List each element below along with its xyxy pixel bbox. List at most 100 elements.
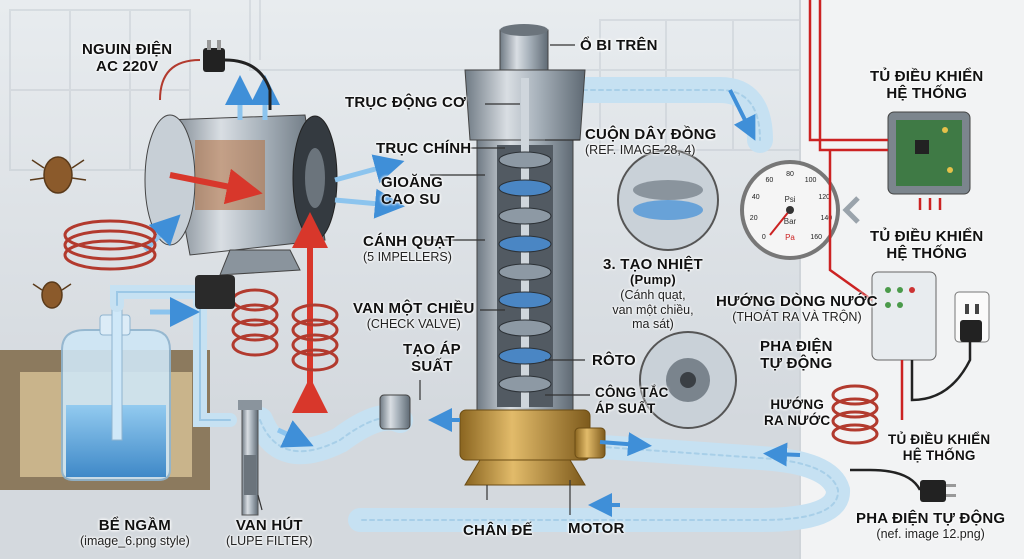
nav-chevron-icon [842,196,860,224]
water-out-label: HƯỚNG RA NƯỚC [764,397,830,428]
heat-gen-label: 3. TẠO NHIỆT (Pump) (Cánh quạt, van một … [603,256,703,331]
check-valve-title: VAN MỘT CHIỀU [353,300,475,317]
control-cabinet-3-label: TỦ ĐIỀU KHIỂN HỆ THỐNG [888,432,990,463]
pressure-create-line1: TẠO ÁP [403,341,461,358]
heat-arrow-icon [169,168,328,413]
gauge-tick-label: 60 [766,177,774,184]
auto-phase-line1: PHA ĐIỆN [760,338,833,355]
impellers-title: CÁNH QUẠT [363,233,455,250]
control-cabinet-2-label: TỦ ĐIỀU KHIỂN HỆ THỐNG [870,228,983,263]
pump-base [379,394,606,486]
impeller-zoom [617,149,719,251]
gauge-tick-label: 160 [810,234,822,241]
auto-phase-bottom-title: PHA ĐIỆN TỰ ĐỘNG [856,510,1006,527]
impeller-disc [498,263,552,281]
impeller-disc [498,291,552,309]
rotor-label: RÔTO [592,352,636,369]
underground-tank [0,299,210,490]
pointer-lines [257,44,590,515]
impeller-disc [498,375,552,393]
pressure-create-line2: SUẤT [411,358,453,376]
heat-gen-bold: (Pump) [629,272,676,288]
flow-direction-title: HƯỚNG DÒNG NƯỚC [716,293,878,310]
suction-valve-sub: (LUPE FILTER) [226,534,313,549]
control-cabinet-1-line1: TỦ ĐIỀU KHIỂN [870,68,984,85]
impeller-disc [498,319,552,337]
flow-arrow-icon [143,75,405,448]
gauge-tick-label: 40 [752,194,760,201]
suction-valve-label: VAN HÚT (LUPE FILTER) [226,517,313,549]
suction-valve [238,400,262,516]
power-source-label: NGUIN ĐIỆN AC 220V [82,41,172,76]
gauge-unit-mid: Bar [784,217,797,226]
auto-phase-label: PHA ĐIỆN TỰ ĐỘNG [760,338,833,373]
heat-gen-title: 3. TẠO NHIỆT [603,256,703,273]
wiring [808,0,972,491]
main-shaft-label: TRỤC CHÍNH [376,140,472,157]
pressure-switch-line2: ÁP SUẤT [595,400,656,416]
gauge-unit-top: Psi [784,195,795,204]
gauge-tick-label: 120 [818,194,830,201]
control-cabinet-2-line1: TỦ ĐIỀU KHIỂN [870,228,984,245]
impeller-disc [498,151,552,169]
flow-direction-sub: (THOÁT RA VÀ TRỘN) [732,310,862,325]
power-source-line1: NGUIN ĐIỆN [82,41,173,58]
tank-sub: (image_6.png style) [80,534,190,549]
power-source-line2: AC 220V [96,58,159,76]
gauge-unit-bot: Pa [785,233,795,242]
pressure-switch-line1: CÔNG TẮC [595,385,669,400]
circuit-board-icon [887,111,971,195]
control-cabinet-3-line2: HỆ THỐNG [902,447,976,463]
base-label: CHÂN ĐẾ [463,522,533,539]
tank-title: BỂ NGẦM [98,517,171,534]
auto-phase-line2: TỰ ĐỘNG [760,355,833,373]
control-cabinet-1-line2: HỆ THỐNG [886,85,968,103]
heat-gen-sub2: van một chiều, [612,302,694,317]
control-cabinet-1-label: TỦ ĐIỀU KHIỂN HỆ THỐNG [870,68,983,103]
coil-icon [63,59,879,445]
control-cabinet-3-line1: TỦ ĐIỀU KHIỂN [888,432,991,447]
impellers-sub: (5 IMPELLERS) [363,250,452,265]
water-out-line1: HƯỚNG [770,397,825,412]
auto-phase-bottom-label: PHA ĐIỆN TỰ ĐỘNG (nef. image 12.png) [856,510,1005,542]
rubber-gasket-line2: CAO SU [381,191,441,209]
top-bearing-label: Ổ BI TRÊN [580,37,658,54]
control-cabinet-2-line2: HỆ THỐNG [886,245,968,263]
power-plug-icon [195,40,956,502]
copper-coil-title: CUỘN DÂY ĐỒNG [585,126,717,143]
heat-gen-sub3: ma sát) [632,316,674,331]
impeller-disc [498,347,552,365]
gauge-tick-label: 100 [805,177,817,184]
check-valve-sub: (CHECK VALVE) [366,317,461,332]
impeller-disc [498,179,552,197]
heat-gen-sub1: (Cánh quạt, [620,288,686,303]
water-out-line2: RA NƯỚC [764,412,831,428]
rubber-gasket-label: GIOĂNG CAO SU [381,174,443,209]
impeller-disc [498,207,552,225]
impeller-disc [498,235,552,253]
bug-icon [29,156,87,309]
motor-shaft-label: TRỤC ĐỘNG CƠ [345,94,467,111]
suction-valve-title: VAN HÚT [235,517,303,534]
rotor-zoom [639,331,737,429]
impeller-stack [498,151,552,393]
auto-phase-bottom-sub: (nef. image 12.png) [876,527,985,542]
wall-outlet-icon [954,291,990,343]
gauge-tick-label: 140 [820,215,832,222]
pressure-create-label: TẠO ÁP SUẤT [403,341,461,376]
tank-label: BỂ NGẦM (image_6.png style) [80,517,190,549]
pressure-switch-label: CÔNG TẮC ÁP SUẤT [595,385,669,416]
gauge-tick-label: 80 [786,171,794,178]
copper-coil-label: CUỘN DÂY ĐỒNG (REF. IMAGE 28, 4) [585,126,717,158]
pump-flow-arrows [428,89,801,517]
impellers-label: CÁNH QUẠT (5 IMPELLERS) [363,233,455,265]
control-box [871,271,937,361]
gauge-tick-label: 0 [762,234,766,241]
check-valve-label: VAN MỘT CHIỀU (CHECK VALVE) [353,300,475,332]
gauge-tick-label: 20 [750,215,758,222]
motor-label: MOTOR [568,520,625,537]
flow-direction-label: HƯỚNG DÒNG NƯỚC (THOÁT RA VÀ TRỘN) [716,293,878,325]
